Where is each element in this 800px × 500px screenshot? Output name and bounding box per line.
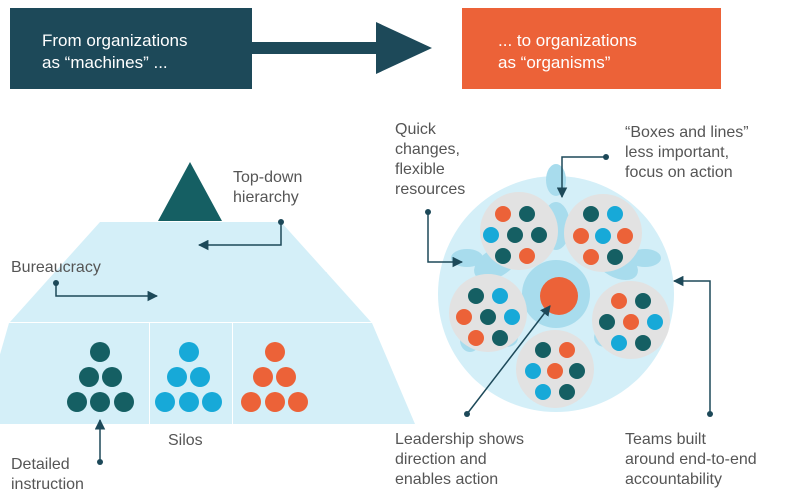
team-member-dot bbox=[535, 342, 551, 358]
machines-header-line1: From organizations bbox=[42, 31, 188, 50]
team-member-dot bbox=[265, 342, 285, 362]
team-member-dot bbox=[607, 206, 623, 222]
top-down-callout bbox=[197, 219, 284, 251]
team-member-dot bbox=[265, 392, 285, 412]
pyramid-tier-middle-upper bbox=[55, 222, 326, 272]
team-member-dot bbox=[547, 363, 563, 379]
team-member-dot bbox=[559, 384, 575, 400]
team-member-dot bbox=[492, 330, 508, 346]
team-member-dot bbox=[480, 309, 496, 325]
top-down-hierarchy-label: Top-down hierarchy bbox=[233, 169, 303, 206]
team-member-dot bbox=[483, 227, 499, 243]
team-member-dot bbox=[635, 335, 651, 351]
team-pod-top-right bbox=[564, 194, 642, 272]
bureaucracy-callout bbox=[53, 280, 159, 302]
team-member-dot bbox=[573, 228, 589, 244]
silos-label: Silos bbox=[168, 432, 203, 449]
team-pod-bottom bbox=[516, 330, 594, 408]
organisms-header-box: ... to organizations as “organisms” bbox=[462, 8, 721, 89]
team-member-dot bbox=[114, 392, 134, 412]
detailed-instruction-label: Detailed instruction bbox=[11, 456, 84, 493]
team-member-dot bbox=[468, 288, 484, 304]
team-member-dot bbox=[611, 293, 627, 309]
team-member-dot bbox=[90, 392, 110, 412]
team-member-dot bbox=[531, 227, 547, 243]
quick-changes-label: Quick changes, flexible resources bbox=[395, 121, 466, 198]
organisms-header-line2: as “organisms” bbox=[498, 53, 611, 72]
team-member-dot bbox=[504, 309, 520, 325]
team-member-dot bbox=[179, 342, 199, 362]
leadership-label: Leadership shows direction and enables a… bbox=[395, 431, 524, 488]
teams-callout bbox=[672, 275, 713, 417]
leadership-callout bbox=[464, 305, 551, 417]
team-member-dot bbox=[647, 314, 663, 330]
team-member-dot bbox=[495, 206, 511, 222]
team-member-dot bbox=[167, 367, 187, 387]
machines-header-box: From organizations as “machines” ... bbox=[10, 8, 252, 89]
team-pod-right bbox=[592, 281, 670, 359]
teams-accountability-label: Teams built around end-to-end accountabi… bbox=[625, 431, 757, 488]
pyramid-tier-middle-lower bbox=[10, 273, 371, 322]
team-member-dot bbox=[468, 330, 484, 346]
leadership-core bbox=[540, 277, 578, 315]
team-member-dot bbox=[253, 367, 273, 387]
transition-arrow bbox=[252, 22, 432, 74]
team-member-dot bbox=[599, 314, 615, 330]
team-member-dot bbox=[623, 314, 639, 330]
team-member-dot bbox=[79, 367, 99, 387]
team-pod-left bbox=[449, 274, 527, 352]
team-member-dot bbox=[583, 249, 599, 265]
quick-changes-callout bbox=[425, 209, 464, 268]
team-member-dot bbox=[569, 363, 585, 379]
team-member-dot bbox=[102, 367, 122, 387]
organism-network bbox=[438, 164, 674, 412]
team-member-dot bbox=[611, 335, 627, 351]
team-member-dot bbox=[559, 342, 575, 358]
team-member-dot bbox=[607, 249, 623, 265]
boxes-lines-callout bbox=[556, 154, 609, 199]
team-member-dot bbox=[519, 206, 535, 222]
team-member-dot bbox=[67, 392, 87, 412]
bureaucracy-label: Bureaucracy bbox=[11, 259, 101, 276]
boxes-and-lines-label: “Boxes and lines” less important, focus … bbox=[625, 124, 749, 181]
team-member-dot bbox=[635, 293, 651, 309]
team-member-dot bbox=[492, 288, 508, 304]
team-member-dot bbox=[241, 392, 261, 412]
silo-teal-dots bbox=[67, 342, 134, 412]
team-member-dot bbox=[617, 228, 633, 244]
team-member-dot bbox=[90, 342, 110, 362]
team-member-dot bbox=[507, 227, 523, 243]
silo-cyan-dots bbox=[155, 342, 222, 412]
team-member-dot bbox=[276, 367, 296, 387]
team-member-dot bbox=[288, 392, 308, 412]
team-member-dot bbox=[525, 363, 541, 379]
team-pod-top-left bbox=[480, 192, 558, 270]
machines-header-line2: as “machines” ... bbox=[42, 53, 168, 72]
team-member-dot bbox=[456, 309, 472, 325]
silo-teal-area bbox=[0, 323, 149, 424]
pyramid-apex bbox=[158, 162, 222, 221]
team-member-dot bbox=[583, 206, 599, 222]
team-member-dot bbox=[190, 367, 210, 387]
hierarchy-pyramid bbox=[0, 162, 415, 424]
team-member-dot bbox=[155, 392, 175, 412]
organisms-header-line1: ... to organizations bbox=[498, 31, 637, 50]
team-member-dot bbox=[535, 384, 551, 400]
detailed-instruction-callout bbox=[94, 418, 106, 465]
team-member-dot bbox=[202, 392, 222, 412]
team-member-dot bbox=[179, 392, 199, 412]
team-member-dot bbox=[519, 248, 535, 264]
silo-orange-dots bbox=[241, 342, 308, 412]
team-member-dot bbox=[495, 248, 511, 264]
team-member-dot bbox=[595, 228, 611, 244]
